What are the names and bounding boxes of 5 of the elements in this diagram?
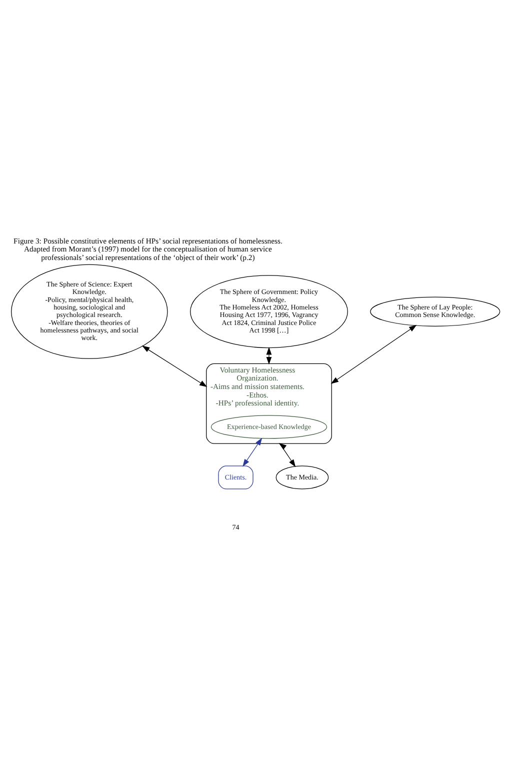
arrow [142,346,208,388]
arrow [242,438,262,467]
arrow [278,443,296,468]
arrow [330,324,417,384]
arrow [266,347,272,365]
